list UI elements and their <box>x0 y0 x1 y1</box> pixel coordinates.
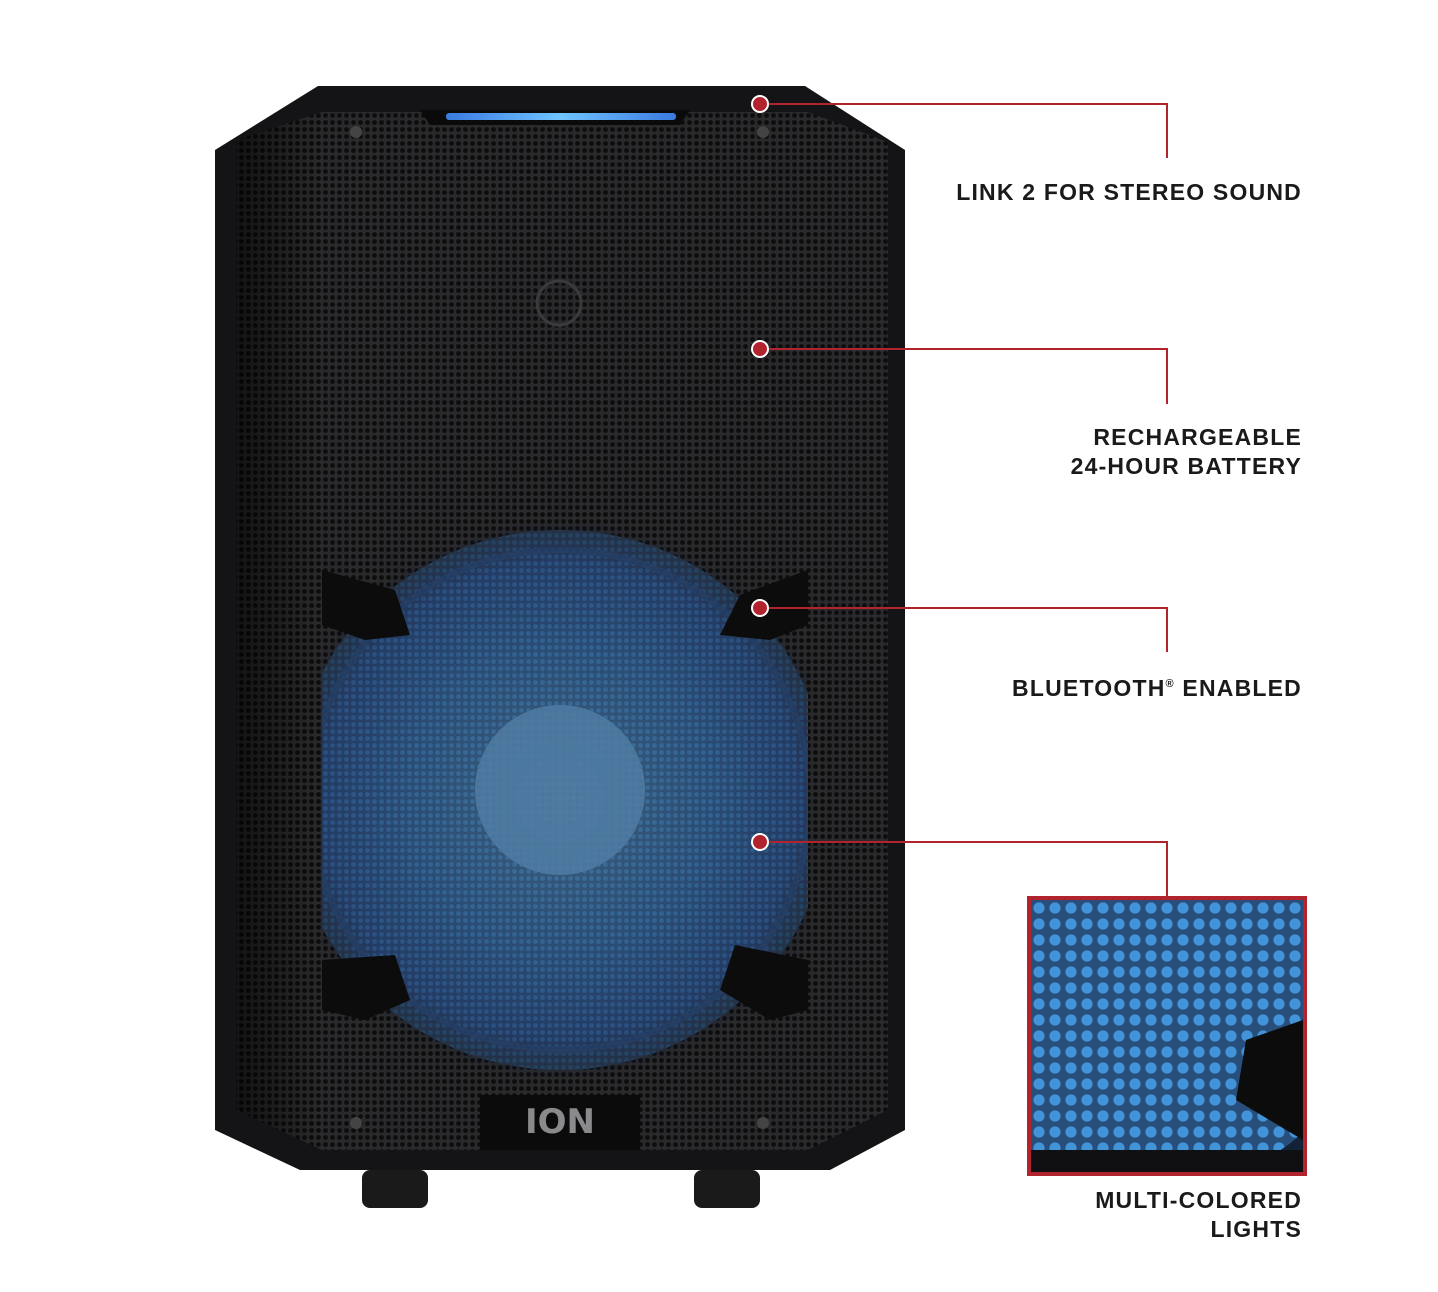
registered-mark: ® <box>1165 678 1175 690</box>
power-button <box>535 279 583 327</box>
callout-line-bluetooth <box>760 607 1168 652</box>
callout-line-battery <box>760 348 1168 404</box>
callout-battery-line1: RECHARGEABLE <box>1093 424 1302 450</box>
foot-left <box>362 1170 428 1208</box>
callout-dot-bluetooth <box>751 599 769 617</box>
top-led-bar <box>446 113 676 120</box>
callout-lights-line2: LIGHTS <box>1210 1216 1302 1242</box>
callout-lights-line1: MULTI-COLORED <box>1095 1187 1302 1213</box>
callout-bluetooth-suffix: ENABLED <box>1174 675 1302 701</box>
right-side-grille <box>808 112 888 1150</box>
callout-link-stereo-line1: LINK 2 FOR STEREO SOUND <box>956 179 1302 205</box>
callout-dot-link <box>751 95 769 113</box>
callout-battery: RECHARGEABLE 24-HOUR BATTERY <box>1071 423 1302 481</box>
callout-battery-line2: 24-HOUR BATTERY <box>1070 453 1302 479</box>
callout-dot-battery <box>751 340 769 358</box>
lights-closeup-inset <box>1027 896 1307 1176</box>
foot-right <box>694 1170 760 1208</box>
callout-bluetooth: BLUETOOTH® ENABLED <box>1012 670 1302 703</box>
callout-dot-lights <box>751 833 769 851</box>
brand-logo: ION <box>525 1102 595 1142</box>
callout-bluetooth-text: BLUETOOTH <box>1012 675 1166 701</box>
callout-line-link <box>760 103 1168 158</box>
callout-line-lights <box>760 841 1168 896</box>
callout-link-stereo: LINK 2 FOR STEREO SOUND <box>956 178 1302 207</box>
callout-lights: MULTI-COLORED LIGHTS <box>1095 1186 1302 1244</box>
